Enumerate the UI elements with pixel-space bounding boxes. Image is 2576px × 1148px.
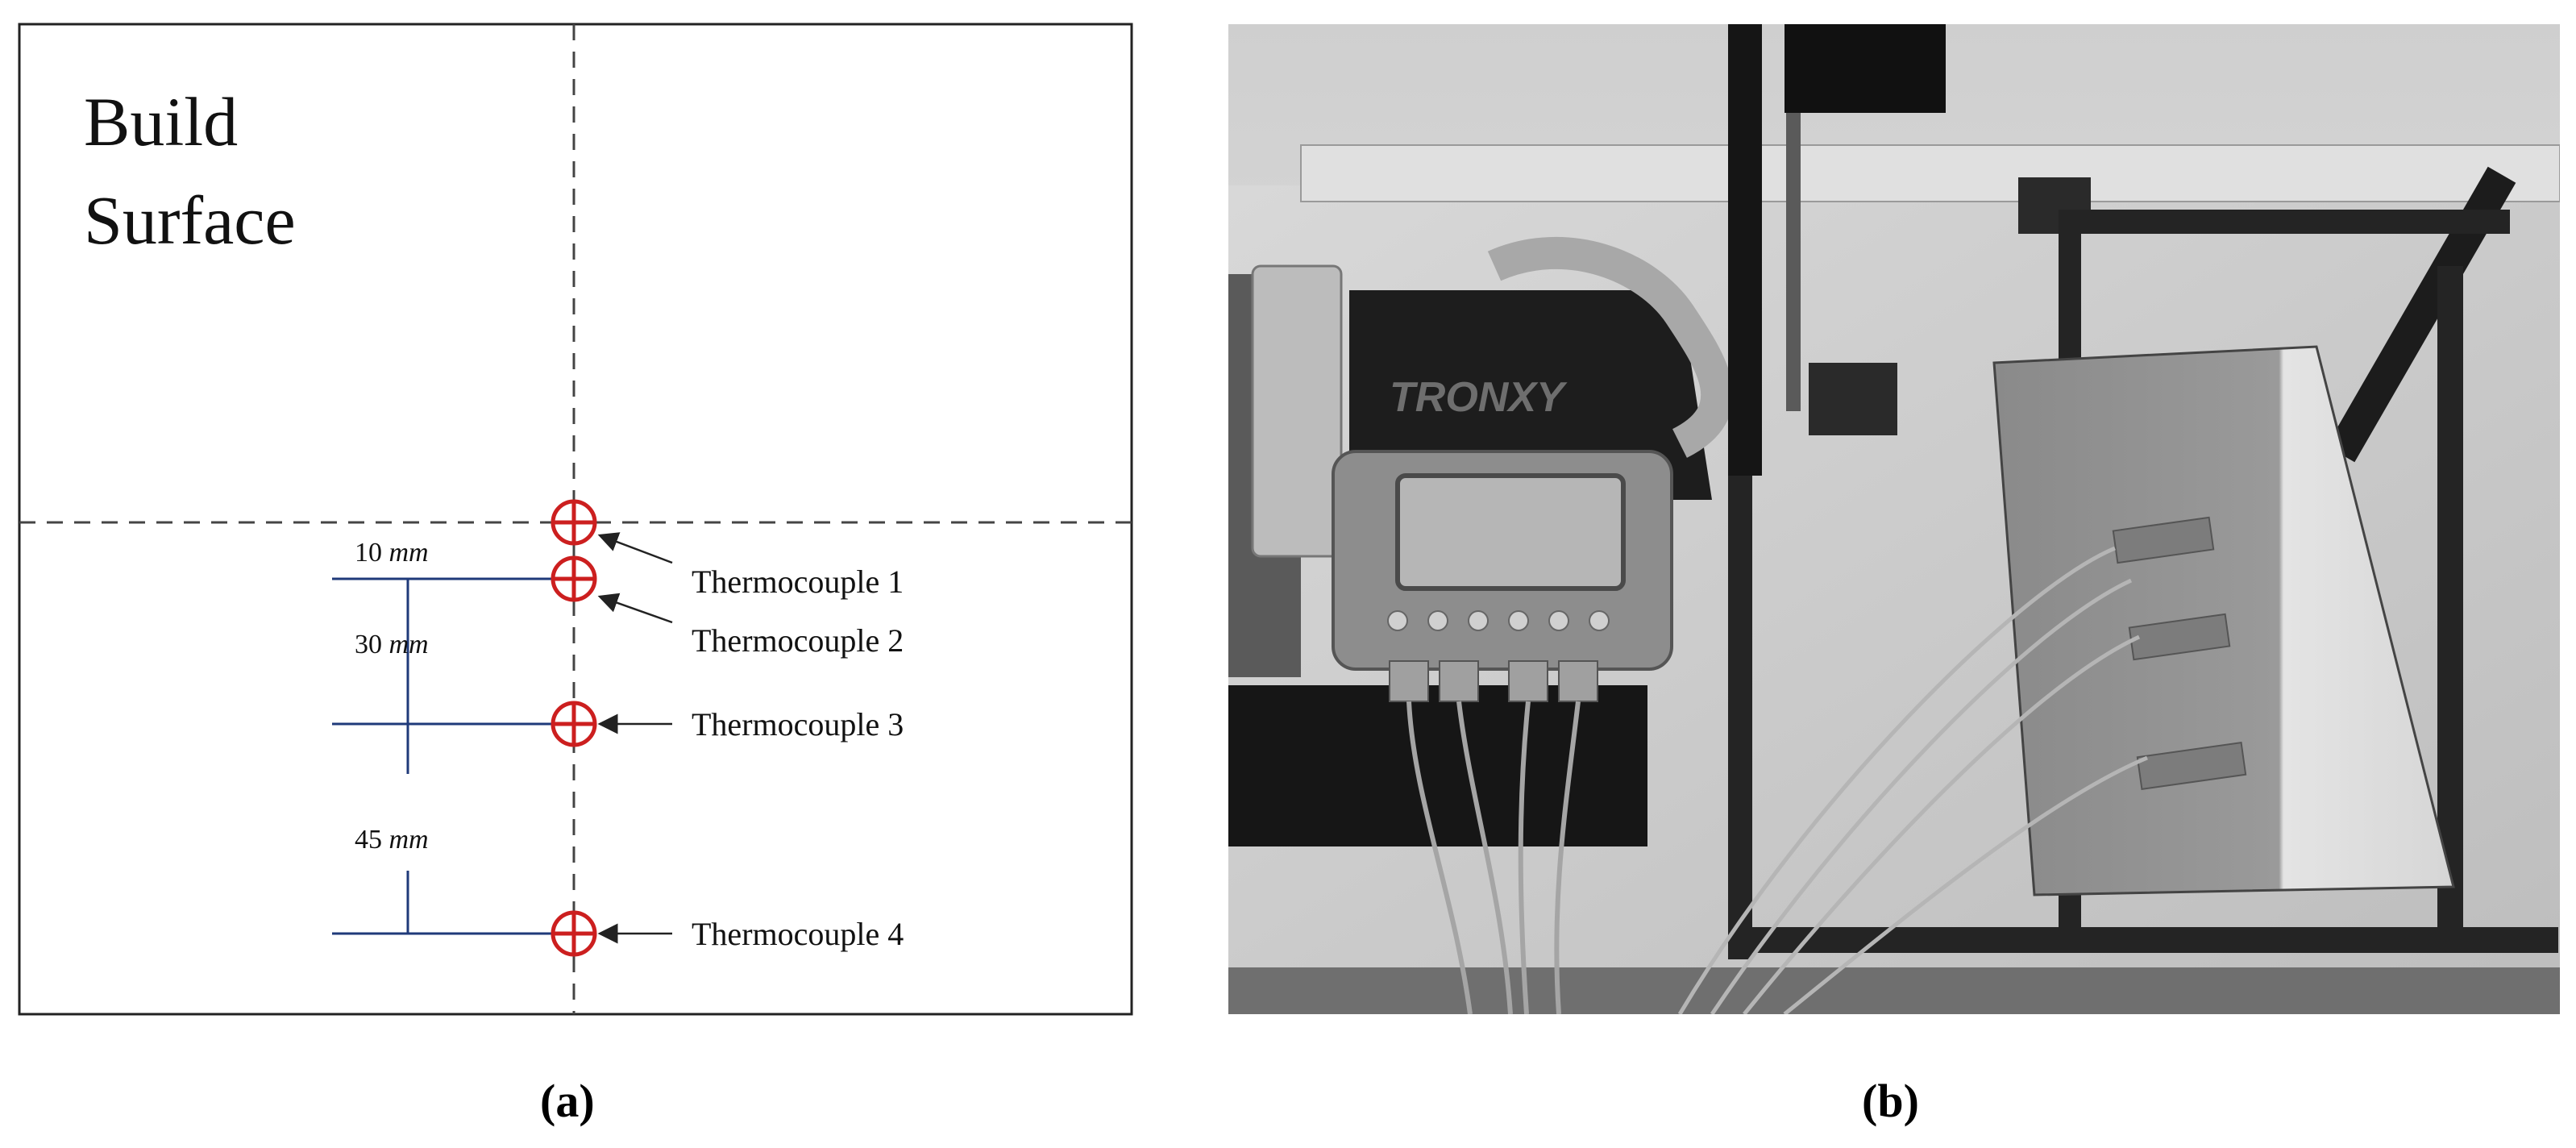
thermocouple-marker-3 — [551, 701, 597, 747]
frame-upright — [1728, 24, 1762, 476]
arrow-thermocouple-1 — [597, 532, 673, 564]
caption-a: (a) — [540, 1075, 595, 1127]
data-logger — [1332, 450, 1673, 702]
thermocouple-marker-2 — [551, 555, 597, 602]
caption-b: (b) — [1862, 1075, 1919, 1127]
thermocouple-label-1: Thermocouple 1 — [692, 564, 904, 600]
thermocouple-marker-4 — [551, 910, 597, 957]
dimension-label-10mm: 10 mm — [355, 538, 429, 568]
dimension-label-45mm: 45 mm — [355, 825, 429, 855]
build-surface-diagram: Build Surface 10 mm 30 mm 45 mm — [18, 23, 1133, 1016]
arrow-thermocouple-2 — [597, 593, 673, 624]
thermocouple-label-2: Thermocouple 2 — [692, 622, 904, 659]
tronxy-logo: TRONXY — [1390, 374, 1568, 421]
dimension-label-30mm: 30 mm — [355, 630, 429, 659]
thermocouple-marker-1 — [551, 499, 597, 546]
thermocouple-label-3: Thermocouple 3 — [692, 706, 904, 742]
thermocouple-label-4: Thermocouple 4 — [692, 916, 904, 952]
build-surface-title-line2: Surface — [84, 181, 296, 259]
printer-photo: TRONXY — [1228, 24, 2560, 1014]
build-surface-title-line1: Build — [84, 83, 238, 160]
